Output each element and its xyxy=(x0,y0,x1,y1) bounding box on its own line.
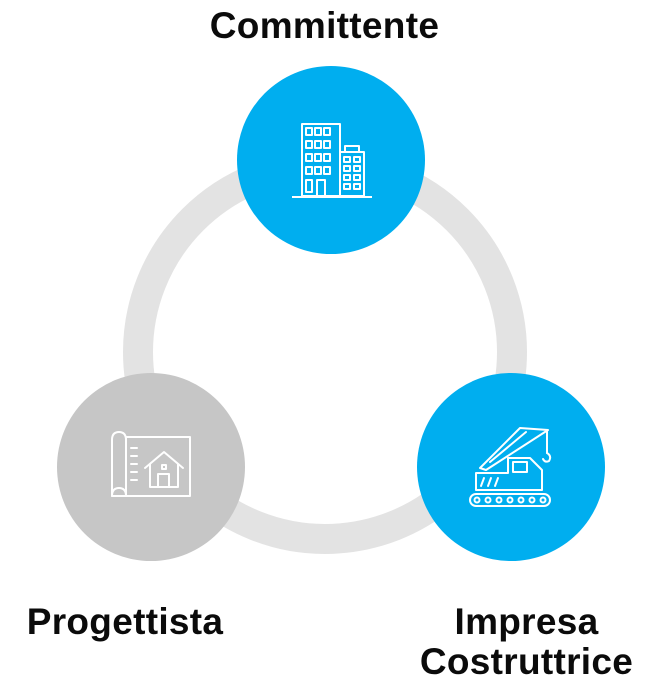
office-buildings-icon xyxy=(292,123,372,198)
node-impresa-costruttrice-circle xyxy=(417,373,605,561)
node-impresa-costruttrice xyxy=(417,373,605,561)
label-impresa-line1: Impresa xyxy=(454,601,599,642)
label-impresa-line2: Costruttrice xyxy=(419,641,634,682)
node-progettista xyxy=(57,373,245,561)
label-progettista: Progettista xyxy=(26,601,224,642)
excavator-crane-icon xyxy=(469,427,552,507)
label-committente: Committente xyxy=(209,5,440,46)
blueprint-house-icon xyxy=(111,431,191,497)
label-impresa-costruttrice: Impresa Costruttrice xyxy=(404,602,649,682)
node-committente xyxy=(237,66,425,254)
